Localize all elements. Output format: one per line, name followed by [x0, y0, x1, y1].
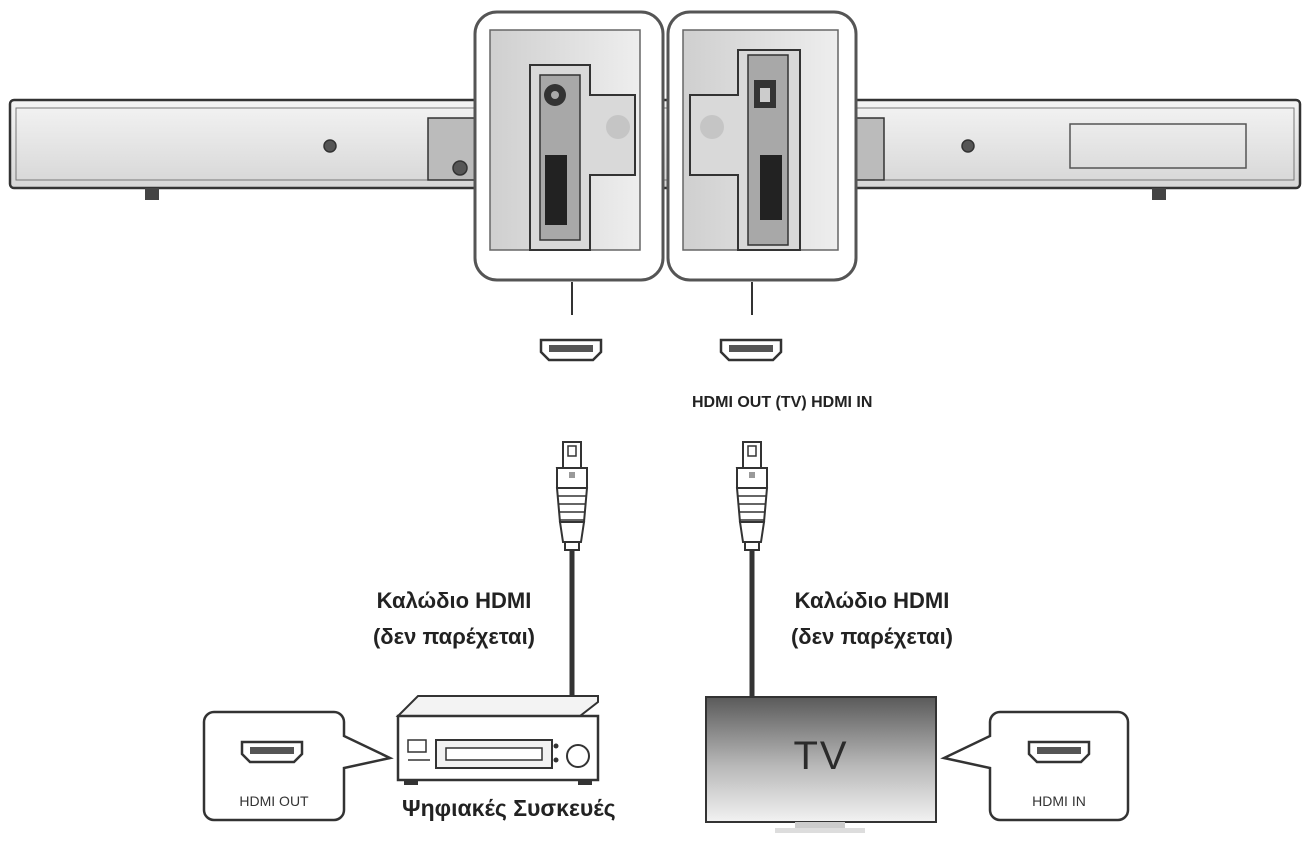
cable-label-right-line1: Καλώδιο HDMI: [794, 588, 950, 613]
callout-label-right: HDMI IN: [1032, 793, 1086, 809]
cable-label-right: Καλώδιο HDMI (δεν παρέχεται): [772, 583, 972, 655]
foot-right: [1152, 188, 1166, 200]
callout-bubble-left: [202, 710, 394, 822]
digital-device: [395, 695, 600, 785]
hdmi-port-icon-left: [539, 338, 603, 362]
tv: [705, 696, 937, 833]
soundbar-display: [1069, 123, 1247, 169]
hdmi-socket-left: [545, 155, 567, 225]
callout-hdmi-port-icon-left: [240, 740, 304, 764]
tv-label: TV: [793, 734, 849, 778]
callout-bubble-right: [940, 710, 1130, 822]
device-label: Ψηφιακές Συσκευές: [402, 795, 616, 821]
screw-right: [961, 139, 975, 153]
zoom-panel-left: [473, 10, 665, 282]
cable-label-left-line2: (δεν παρέχεται): [372, 624, 536, 649]
zoom-panel-right: [666, 10, 858, 282]
callout-hdmi-port-icon-right: [1027, 740, 1091, 764]
hdmi-plug-left: [556, 441, 588, 551]
callout-label-left: HDMI OUT: [239, 793, 309, 809]
tv-screen: [705, 696, 937, 823]
screw-left: [323, 139, 337, 153]
cable-label-left: Καλώδιο HDMI (δεν παρέχεται): [354, 583, 554, 655]
hdmi-port-icon-right: [719, 338, 783, 362]
cable-label-left-line1: Καλώδιο HDMI: [376, 588, 532, 613]
port-caption: HDMI OUT (TV) HDMI IN: [692, 394, 873, 411]
hdmi-socket-right: [760, 155, 782, 220]
foot-left: [145, 188, 159, 200]
hdmi-plug-right: [736, 441, 768, 551]
cable-label-right-line2: (δεν παρέχεται): [790, 624, 954, 649]
